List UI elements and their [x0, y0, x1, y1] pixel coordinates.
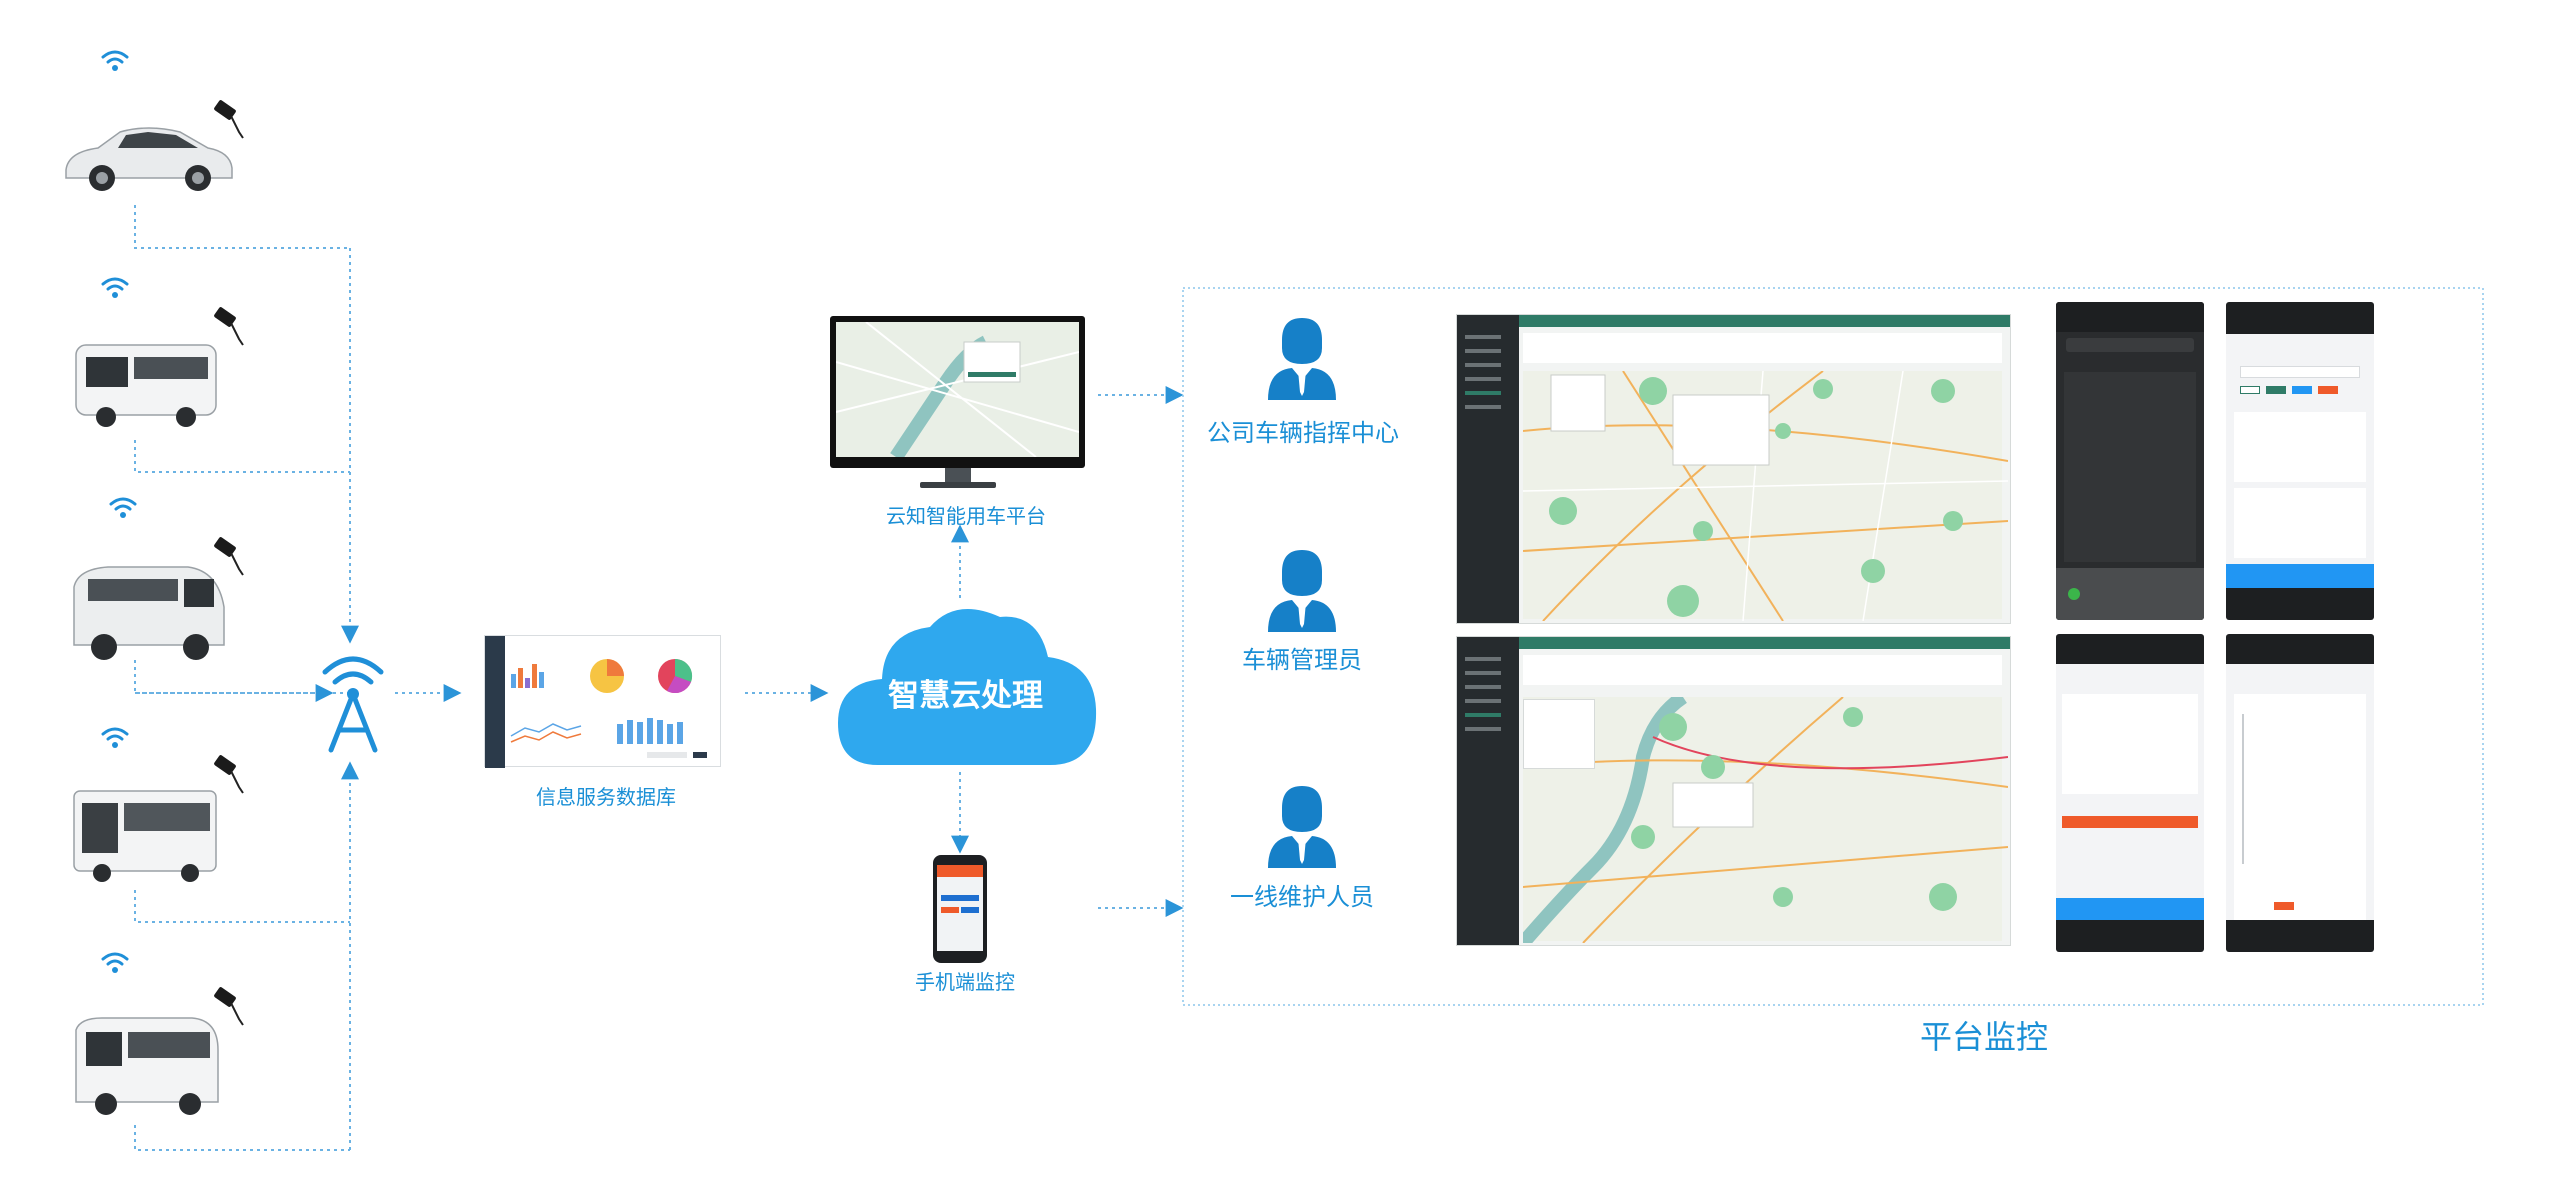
screen-header	[1519, 315, 2010, 327]
vehicle-shuttle	[58, 950, 248, 1115]
feeder-line-bus2	[134, 890, 350, 923]
dashboard-charts	[510, 658, 707, 758]
vehicle-van	[58, 495, 248, 660]
vehicle-city-bus	[58, 725, 248, 882]
gps-tracker-icon	[214, 755, 244, 794]
phone-tabbar	[2226, 564, 2374, 588]
smartphone-icon	[933, 855, 987, 963]
monitor-map	[836, 322, 1079, 457]
phone-screenshot-timeline	[2226, 634, 2374, 952]
web-map-screenshot-top	[1456, 314, 2011, 624]
role-maintenance: 一线维护人员	[1230, 883, 1374, 911]
phone-button	[2062, 816, 2198, 828]
monitor-base	[920, 482, 996, 488]
cloud-label: 智慧云处理	[888, 678, 1043, 714]
wifi-icon	[101, 277, 129, 298]
person-icon	[1268, 550, 1336, 632]
screen-header	[1519, 637, 2010, 649]
web-platform-label: 云知智能用车平台	[886, 504, 1046, 528]
phone-screen	[937, 865, 983, 951]
cell-tower-icon	[322, 656, 384, 753]
phone-screenshot-records	[2226, 302, 2374, 620]
database-label: 信息服务数据库	[536, 785, 676, 809]
gps-tracker-icon	[214, 987, 244, 1026]
screen-map	[1517, 691, 2009, 945]
monitor-icon	[830, 316, 1085, 496]
wifi-icon	[109, 497, 137, 518]
database-dashboard-thumbnail	[484, 635, 721, 768]
car-icon	[65, 127, 233, 191]
bus-icon	[73, 790, 217, 882]
van-icon	[73, 566, 225, 660]
gps-tracker-icon	[214, 307, 244, 346]
wifi-icon	[101, 50, 129, 71]
feeder-line-bus1	[134, 440, 350, 473]
phone-screenshot-wechat	[2056, 302, 2204, 620]
bus-icon	[75, 344, 217, 427]
feeder-line-van	[134, 660, 350, 694]
wifi-icon	[101, 727, 129, 748]
role-command-center: 公司车辆指挥中心	[1207, 419, 1399, 447]
feeder-line-car	[134, 205, 350, 249]
bus-icon	[75, 1017, 219, 1115]
platform-title: 平台监控	[1920, 1018, 2049, 1056]
wifi-icon	[101, 952, 129, 973]
vehicle-coach	[58, 275, 248, 427]
gps-tracker-icon	[214, 537, 244, 576]
screen-toolbar	[1523, 655, 2002, 685]
phone-tabbar	[2056, 898, 2204, 920]
screen-sidebar	[1457, 637, 1519, 945]
web-map-screenshot-bottom	[1456, 636, 2011, 946]
wechat-green-dot	[2068, 588, 2080, 600]
monitor-screen	[830, 316, 1085, 468]
monitor-stand	[945, 468, 971, 482]
cloud-icon	[838, 609, 1097, 765]
platform-boundary	[1182, 287, 2484, 1006]
feeder-line-bus3	[134, 1125, 350, 1151]
dashboard-sidebar	[485, 636, 505, 768]
person-icon	[1268, 318, 1336, 400]
screen-map	[1522, 370, 2009, 622]
screen-toolbar	[1523, 333, 2002, 363]
screen-sidebar	[1457, 315, 1519, 623]
calendar-popup	[1523, 699, 1595, 769]
gps-tracker-icon	[214, 100, 244, 139]
vehicle-sedan	[58, 48, 248, 191]
phone-screenshot-menu	[2056, 634, 2204, 952]
mobile-label: 手机端监控	[915, 970, 1015, 994]
role-fleet-admin: 车辆管理员	[1242, 646, 1362, 674]
person-icon	[1268, 786, 1336, 868]
